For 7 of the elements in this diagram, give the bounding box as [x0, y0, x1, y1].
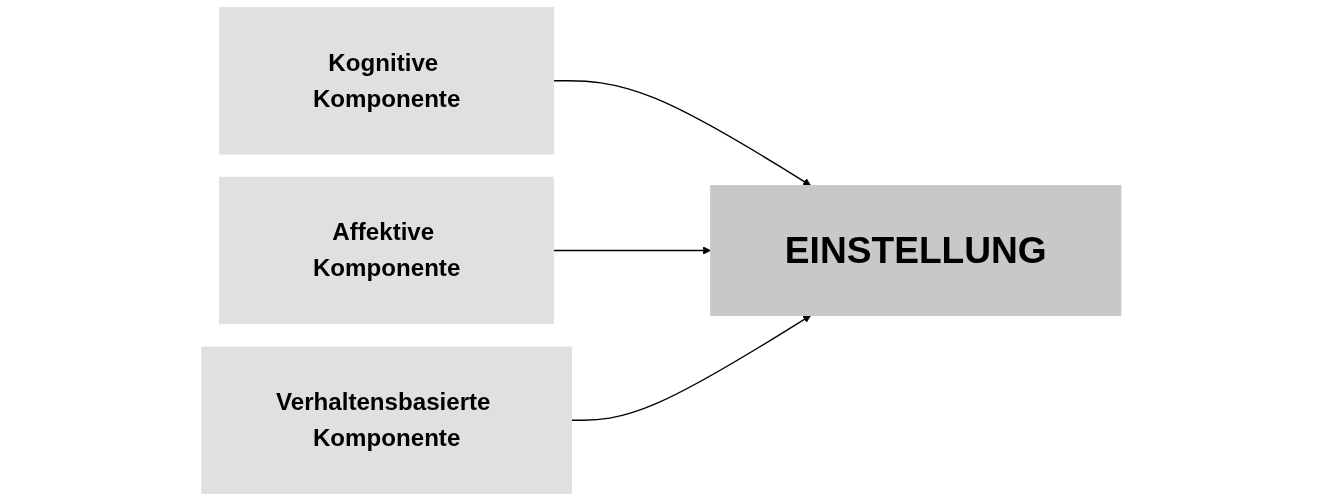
arrow: [552, 246, 711, 255]
node-box: Kognitive Komponente: [218, 6, 554, 155]
node-box: Verhaltensbasierte Komponente: [200, 346, 572, 495]
node-box: EINSTELLUNG: [709, 185, 1122, 316]
arrow: [570, 315, 811, 421]
arrow: [552, 80, 811, 186]
node-box: Affektive Komponente: [218, 176, 554, 325]
